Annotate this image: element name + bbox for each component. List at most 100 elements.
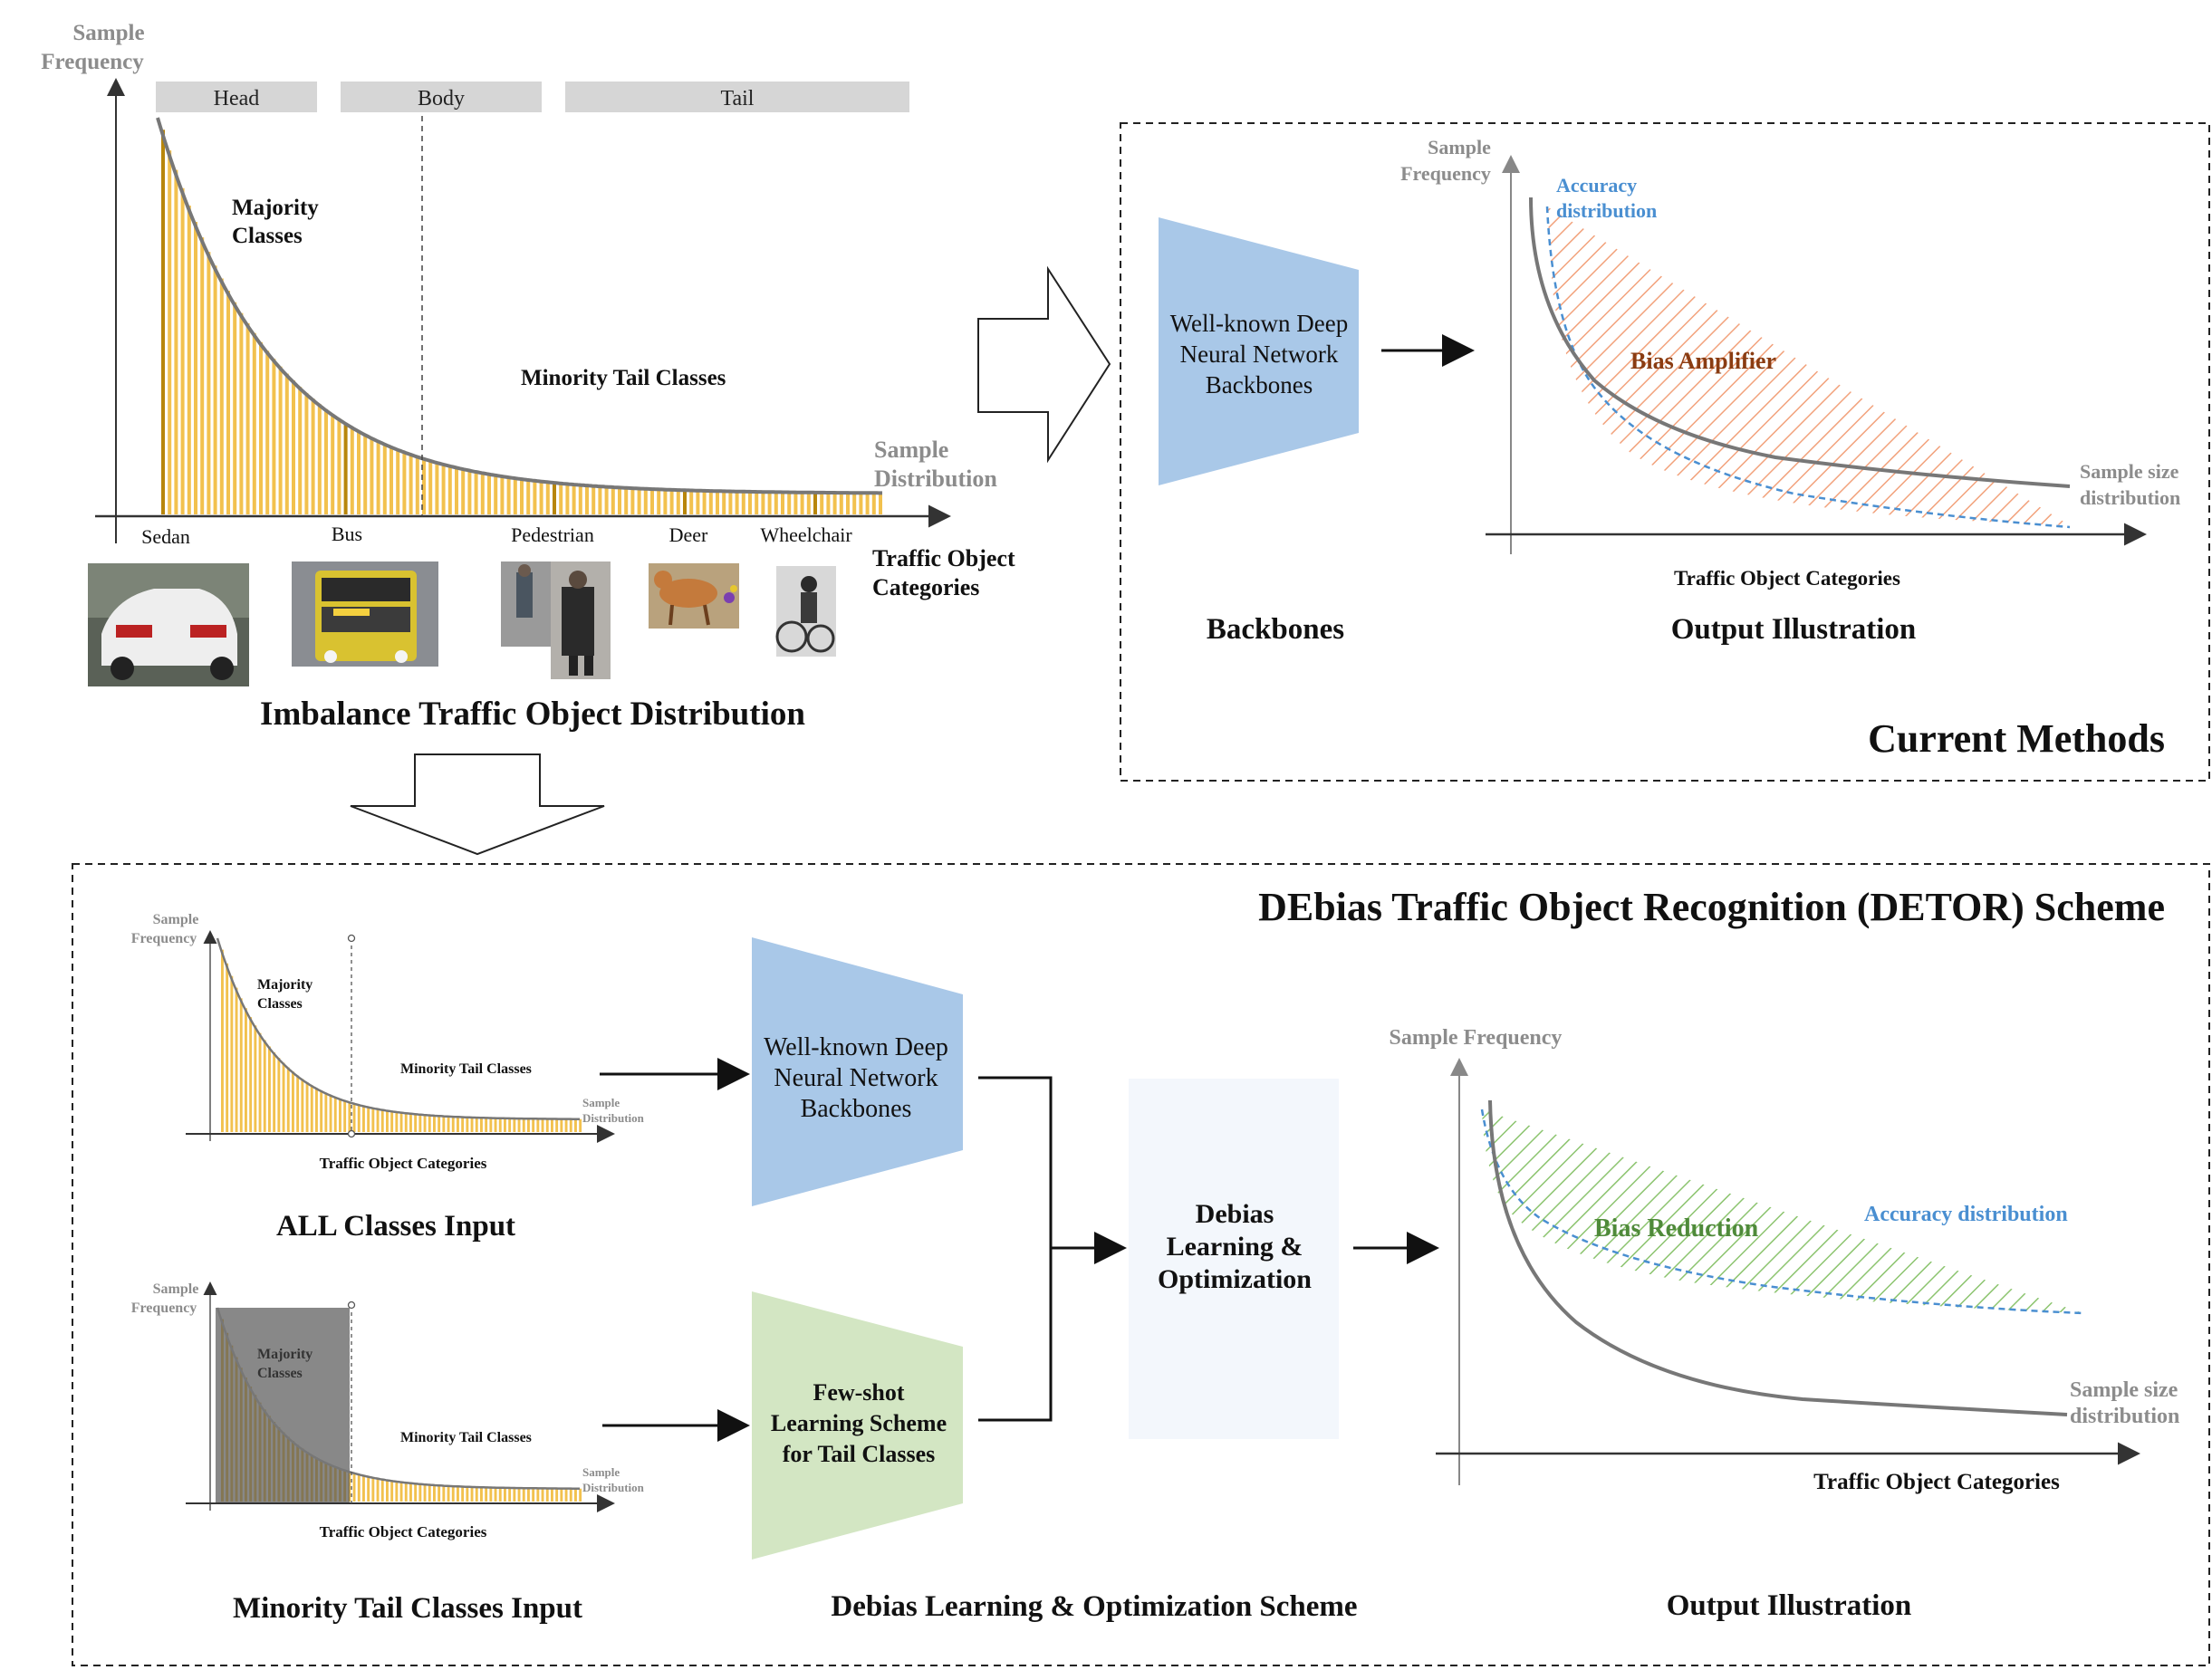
category-deer: Deer (669, 523, 708, 546)
distribution-bar (370, 437, 374, 514)
distribution-bar (324, 408, 328, 514)
distribution-bar (447, 1485, 450, 1502)
out-sample-size-2: distribution (2070, 1405, 2179, 1428)
distribution-bar (517, 1488, 521, 1502)
photo-bus-icon (292, 561, 438, 667)
distribution-bar (480, 1487, 483, 1502)
distribution-bar (367, 1476, 370, 1502)
distribution-bar (414, 1114, 418, 1132)
distribution-bar (553, 482, 556, 514)
distribution-bar (781, 492, 784, 514)
distribution-bar (865, 493, 870, 514)
distribution-bar (433, 1484, 436, 1502)
distribution-bar (442, 1116, 446, 1132)
distribution-bar (277, 1058, 281, 1132)
current-methods-border (1120, 122, 2210, 782)
out-sample-size-curve (1488, 1099, 2068, 1416)
distribution-bar (320, 1090, 323, 1132)
minority-caption: Minority Tail Classes Input (233, 1592, 582, 1625)
distribution-bar (380, 1479, 384, 1502)
distribution-bar (466, 1117, 469, 1132)
distribution-bar (748, 491, 752, 514)
distribution-bar (376, 1109, 380, 1132)
distribution-bar (517, 1118, 521, 1132)
distribution-bar (591, 485, 596, 514)
small1-divider-dot (347, 934, 356, 943)
distribution-bar (545, 1118, 549, 1132)
out-accuracy-curve (1480, 1109, 2084, 1315)
distribution-bar (470, 1486, 474, 1502)
bias-amplifier-label: Bias Amplifier (1630, 348, 1776, 374)
majority-label-1: Majority (232, 196, 319, 220)
distribution-bar (333, 1097, 337, 1132)
distribution-bar (787, 492, 792, 514)
distribution-bar (470, 1117, 474, 1132)
distribution-bar (489, 1487, 493, 1502)
distribution-bar (676, 490, 680, 514)
tail-label: Tail (721, 87, 755, 110)
distribution-bar (428, 460, 433, 514)
detor-backbone-text-2: Neural Network (774, 1064, 938, 1092)
distribution-bar (455, 467, 458, 514)
distribution-bar (879, 493, 882, 514)
distribution-bar (618, 487, 621, 514)
distribution-bar (650, 489, 654, 514)
out-y-label: Sample Frequency (1390, 1026, 1563, 1050)
distribution-bar (259, 341, 263, 514)
photo-wheelchair-icon (775, 566, 836, 657)
distribution-bar (683, 490, 687, 514)
small1-divider-dot-bottom (347, 1129, 356, 1138)
fewshot-text-2: Learning Scheme (771, 1410, 947, 1436)
distribution-bar (793, 492, 798, 514)
distribution-bar (395, 1481, 399, 1502)
distribution-bar (363, 434, 368, 514)
distribution-bar (376, 440, 380, 514)
distribution-bar (435, 462, 439, 514)
small2-dist-2: Distribution (582, 1481, 645, 1494)
distribution-bar (696, 490, 700, 514)
fewshot-trapezoid (752, 1291, 963, 1560)
detor-output-caption: Output Illustration (1667, 1589, 1911, 1622)
small-bars-all (221, 949, 582, 1132)
distribution-bar (371, 1108, 375, 1132)
distribution-bar (564, 1488, 568, 1502)
head-label: Head (214, 87, 260, 110)
distribution-bar (735, 491, 739, 514)
distribution-bar (301, 1079, 304, 1132)
distribution-bar (221, 949, 224, 1132)
distribution-bar (461, 1117, 465, 1132)
distribution-bar (474, 471, 478, 514)
distribution-bar (643, 488, 648, 514)
distribution-bar (442, 1485, 446, 1502)
distribution-bar (806, 492, 811, 514)
detor-backbone-text-1: Well-known Deep (764, 1033, 948, 1061)
distribution-bar (399, 1112, 403, 1132)
all-classes-caption: ALL Classes Input (276, 1210, 515, 1243)
distribution-bar (292, 380, 295, 514)
distribution-bar (433, 1115, 436, 1132)
small2-x-label: Traffic Object Categories (320, 1523, 487, 1540)
distribution-bar (278, 366, 283, 514)
distribution-bar (376, 1478, 380, 1502)
distribution-bar (315, 1088, 318, 1132)
distribution-bar (310, 1085, 313, 1132)
distribution-bar (399, 1482, 403, 1502)
distribution-bar (574, 1488, 577, 1502)
distribution-bar (331, 414, 335, 514)
small2-minority: Minority Tail Classes (400, 1430, 532, 1445)
cm-x-axis-label: Traffic Object Categories (1674, 567, 1900, 590)
distribution-bar (569, 1118, 572, 1132)
small2-dist-1: Sample (582, 1465, 620, 1479)
distribution-bar (508, 1487, 512, 1502)
distribution-bar (508, 1118, 512, 1132)
distribution-bar (286, 1067, 290, 1132)
distribution-bar (254, 1025, 257, 1132)
backbone-text-2: Neural Network (1180, 341, 1339, 368)
head-region-bar (156, 82, 317, 112)
distribution-bar (466, 1486, 469, 1502)
distribution-bar (423, 1484, 427, 1502)
distribution-bar (235, 987, 238, 1132)
distribution-bar (536, 1488, 540, 1502)
backbone-text-3: Backbones (1206, 371, 1313, 398)
